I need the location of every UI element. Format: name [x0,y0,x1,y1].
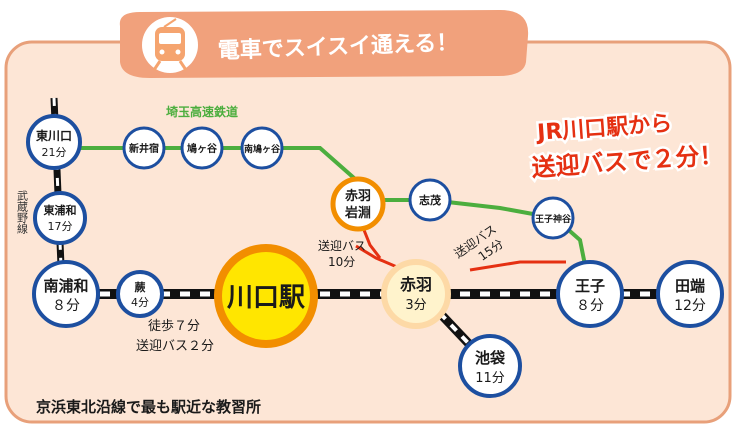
map-card [4,40,732,424]
saitama-line-label: 埼玉高速鉄道 [166,104,238,119]
station-hatogaya: 鳩ヶ谷 [180,126,224,170]
station-arai: 新井宿 [122,126,166,170]
station-minamihatogaya: 南鳩ヶ谷 [240,126,284,170]
station-ikebukuro: 池袋 11分 [458,334,522,398]
station-akabaneiwabuchi: 赤羽 岩淵 [330,176,386,232]
station-name: 東浦和 [44,203,77,217]
station-akabane: 赤羽 3分 [381,259,451,329]
center-station-name: 川口駅 [227,283,305,313]
bus-label-iwabuchi-2: 10分 [328,255,355,269]
banner: 電車でスイスイ通える！ [119,10,529,78]
bus-label: 送迎バス２分 [136,339,214,354]
footer-text: 京浜東北沿線で最も駅近な教習所 [36,398,261,416]
svg-text:王子神谷: 王子神谷 [535,213,572,225]
station-kawaguchi: 川口駅 [214,244,318,348]
station-shimo: 志茂 [408,178,452,222]
walk-label: 徒歩７分 [148,319,200,334]
station-higashiurawa: 東浦和 17分 [33,191,87,245]
station-name: 蕨 [135,280,146,294]
svg-text:南鳩ヶ谷: 南鳩ヶ谷 [244,143,281,155]
svg-text:岩淵: 岩淵 [344,205,371,221]
train-icon [142,17,198,73]
station-ojikamiya: 王子神谷 [531,196,575,240]
svg-text:赤羽: 赤羽 [345,188,371,204]
station-higashikawaguchi: 東川口 21分 [26,114,82,170]
station-time: 21分 [42,146,67,159]
station-name: 王子 [575,277,605,295]
station-name: 南浦和 [43,277,88,295]
station-time: ８分 [576,298,604,314]
svg-text:鳩ヶ谷: 鳩ヶ谷 [187,142,218,155]
station-time: 4分 [131,296,149,309]
station-name: 田端 [675,277,705,295]
station-name: 赤羽 [400,275,432,294]
bus-label-iwabuchi-1: 送迎バス [318,238,366,253]
bus-route-akabane [355,244,405,272]
station-warabi: 蕨 4分 [116,270,164,318]
station-time: 3分 [405,298,426,313]
svg-text:志茂: 志茂 [419,193,441,207]
svg-text:新井宿: 新井宿 [129,142,159,155]
station-time: 17分 [48,220,73,233]
station-oji: 王子 ８分 [556,260,624,328]
station-name: 東川口 [36,128,72,143]
bus-route-oji [469,260,566,272]
station-time: 12分 [674,298,706,314]
station-minamiurawa: 南浦和 ８分 [32,260,100,328]
station-tabata: 田端 12分 [656,260,724,328]
station-time: ８分 [52,298,80,314]
station-time: 11分 [475,371,505,386]
musashino-line-label: 武蔵野線 [16,190,29,234]
station-name: 池袋 [475,349,506,367]
